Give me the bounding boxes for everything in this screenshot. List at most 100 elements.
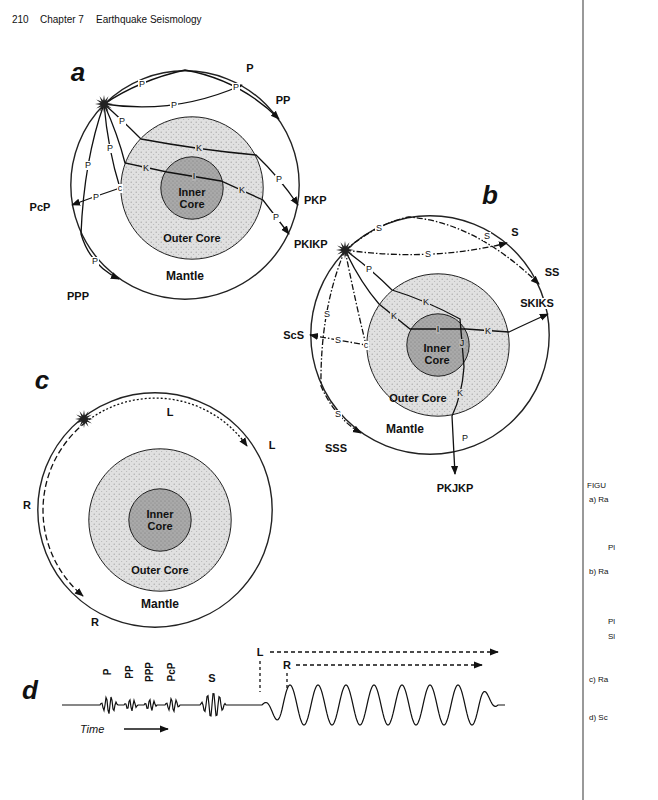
layer-name: Inner Core bbox=[174, 186, 210, 210]
phase-label: PP bbox=[125, 665, 135, 678]
layer-circle bbox=[367, 274, 509, 416]
phase-label: PPP bbox=[145, 662, 155, 682]
ray-label: SKIKS bbox=[519, 298, 555, 309]
arrival-dash bbox=[286, 673, 287, 690]
duration-arrow bbox=[270, 651, 498, 652]
earth-layer-circle: Mantle Outer Core Inner Core bbox=[70, 70, 300, 300]
ray-label: ScS bbox=[283, 330, 304, 341]
layer-name: Outer Core bbox=[389, 392, 446, 404]
phase-label: L bbox=[257, 647, 264, 658]
caption-fragment: d) Sc bbox=[589, 714, 608, 722]
layer-circle bbox=[89, 449, 231, 591]
chapter-header: Earthquake Seismology bbox=[96, 15, 202, 25]
phase-label: S bbox=[208, 673, 215, 684]
ray-label: P bbox=[246, 63, 253, 74]
earth-layer-circle: Inner Core bbox=[128, 488, 192, 552]
phase-label: P bbox=[103, 669, 113, 676]
segment-letter: K bbox=[484, 327, 492, 336]
earth-layer-circle: Inner Core bbox=[160, 156, 224, 220]
segment-letter: P bbox=[106, 144, 114, 153]
segment-letter: K bbox=[195, 144, 203, 153]
segment-letter: P bbox=[462, 434, 468, 443]
phase-label: R bbox=[283, 660, 291, 671]
segment-letter: P bbox=[170, 101, 178, 110]
phase-label: PcP bbox=[167, 663, 177, 682]
ray-label: PcP bbox=[30, 202, 51, 213]
layer-name: Inner Core bbox=[419, 342, 455, 366]
caption-fragment: Pl bbox=[608, 618, 615, 626]
arrival-dash bbox=[259, 661, 260, 692]
seismogram-trace bbox=[62, 685, 505, 725]
layer-circle bbox=[121, 117, 263, 259]
segment-letter: P bbox=[84, 161, 92, 170]
segment-letter: P bbox=[275, 175, 283, 184]
layer-name: Outer Core bbox=[131, 564, 188, 576]
wave-label: L bbox=[167, 407, 174, 418]
layer-circle bbox=[407, 314, 469, 376]
duration-arrow bbox=[296, 664, 482, 665]
segment-letter: P bbox=[365, 265, 373, 274]
wave-label: R bbox=[23, 500, 31, 511]
caption-fragment: b) Ra bbox=[589, 568, 609, 576]
segment-letter: P bbox=[92, 193, 100, 202]
segment-letter: P bbox=[118, 117, 126, 126]
segment-letter: P bbox=[91, 257, 99, 266]
earth-layer-circle: Outer Core Inner Core bbox=[366, 273, 510, 417]
segment-letter: c bbox=[363, 341, 370, 350]
ray-label: PKJKP bbox=[437, 483, 474, 494]
ray-label: PKIKP bbox=[294, 239, 328, 250]
layer-name: Mantle bbox=[141, 598, 179, 611]
layer-circle bbox=[129, 489, 191, 551]
panel-letter: d bbox=[22, 677, 38, 703]
earth-layer-circle: Mantle Outer Core Inner Core bbox=[37, 392, 273, 628]
layer-name: Outer Core bbox=[163, 232, 220, 244]
time-arrow bbox=[124, 728, 168, 729]
segment-letter: K bbox=[390, 312, 398, 321]
segment-letter: I bbox=[192, 172, 197, 181]
ray-label: SSS bbox=[325, 443, 347, 454]
axis-label: Time bbox=[80, 724, 104, 735]
layer-circle bbox=[71, 71, 299, 299]
ray-label: PP bbox=[276, 95, 291, 106]
segment-letter: S bbox=[483, 232, 491, 241]
ray-label: S bbox=[511, 227, 518, 238]
layer-name: Mantle bbox=[166, 270, 204, 283]
layer-name: Mantle bbox=[386, 423, 424, 436]
segment-letter: K bbox=[456, 389, 464, 398]
ray-label: PPP bbox=[67, 291, 89, 302]
segment-letter: P bbox=[232, 83, 240, 92]
segment-letter: S bbox=[424, 250, 432, 259]
wave-label: R bbox=[91, 617, 99, 628]
caption-fragment: Sl bbox=[608, 633, 615, 641]
panel-letter: a bbox=[71, 59, 85, 85]
layer-circle bbox=[311, 216, 549, 454]
panel-letter: c bbox=[35, 367, 49, 393]
layer-circle bbox=[161, 157, 223, 219]
segment-letter: S bbox=[323, 310, 331, 319]
layer-circle bbox=[38, 393, 272, 627]
segment-letter: J bbox=[459, 339, 466, 348]
segment-letter: K bbox=[238, 186, 246, 195]
ray-label: PKP bbox=[304, 195, 327, 206]
segment-letter: S bbox=[334, 336, 342, 345]
layer-name: Inner Core bbox=[142, 508, 178, 532]
panel-letter: b bbox=[482, 182, 498, 208]
segment-letter: K bbox=[142, 164, 150, 173]
segment-letter: I bbox=[436, 325, 441, 334]
wave-label: L bbox=[269, 440, 276, 451]
earth-layer-circle: Outer Core Inner Core bbox=[88, 448, 232, 592]
chapter-header: Chapter 7 bbox=[40, 15, 84, 25]
page-number: 210 bbox=[12, 15, 29, 25]
ray-label: SS bbox=[545, 267, 560, 278]
page-gutter-line bbox=[582, 0, 583, 800]
segment-letter: P bbox=[138, 80, 146, 89]
segment-letter: S bbox=[375, 224, 383, 233]
caption-fragment: a) Ra bbox=[589, 496, 609, 504]
segment-letter: K bbox=[422, 298, 430, 307]
segment-letter: S bbox=[334, 410, 342, 419]
caption-fragment: Pl bbox=[608, 544, 615, 552]
segment-letter: c bbox=[117, 184, 124, 193]
caption-fragment: c) Ra bbox=[589, 676, 608, 684]
segment-letter: P bbox=[272, 213, 280, 222]
